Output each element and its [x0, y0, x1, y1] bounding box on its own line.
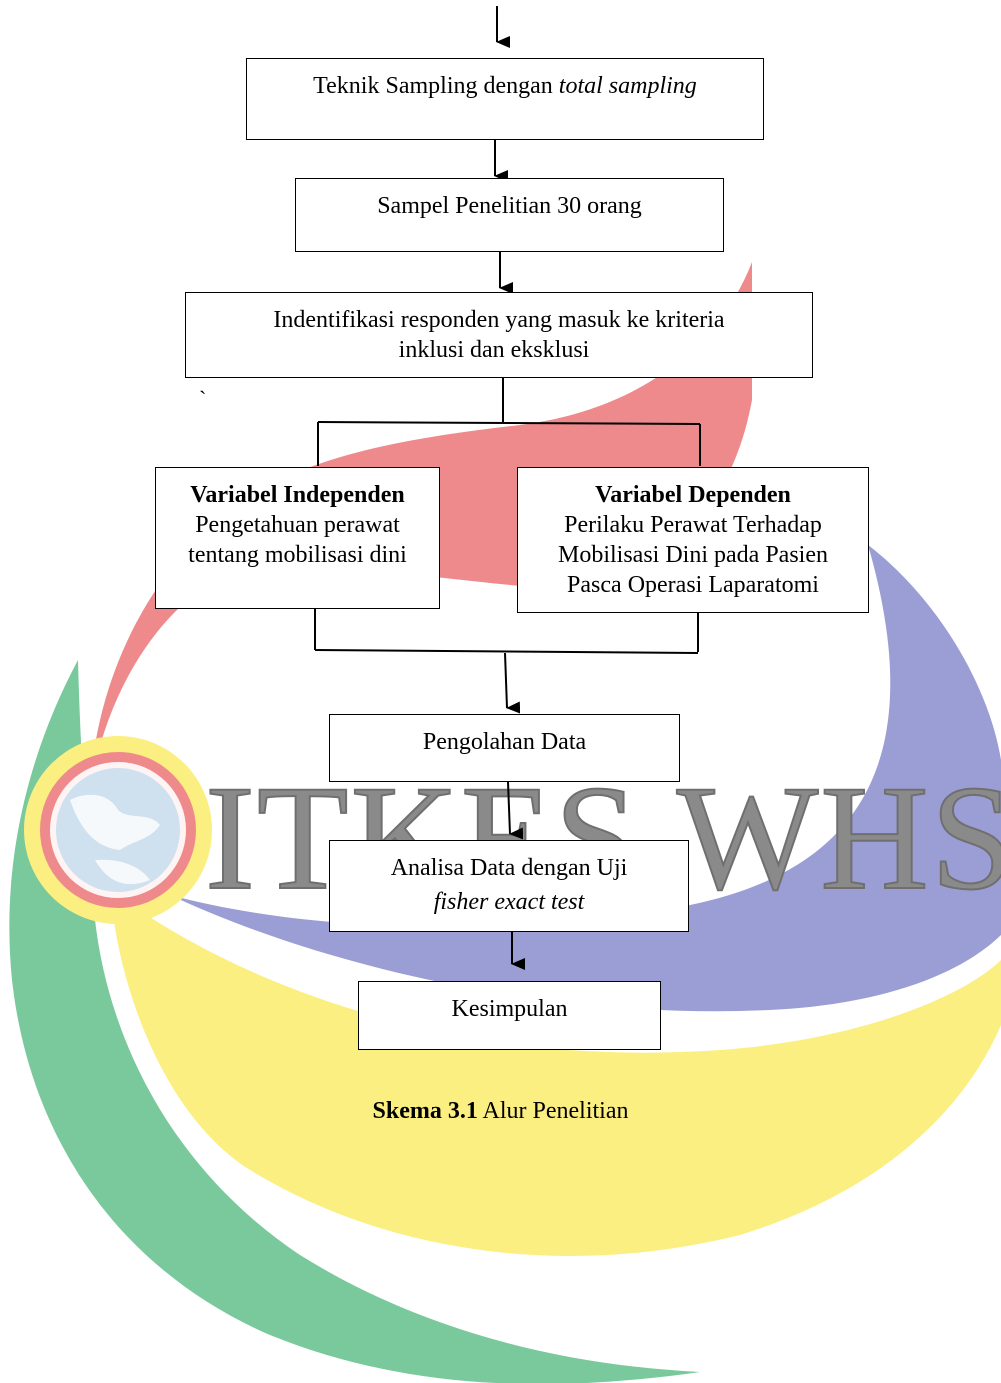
caption-text: Alur Penelitian: [477, 1098, 629, 1124]
stray-backtick: `: [199, 386, 207, 411]
independent-line-1: Pengetahuan perawat: [195, 512, 400, 538]
box-independent-variable: Variabel Independen Pengetahuan perawat …: [155, 467, 440, 609]
sample-text: Sampel Penelitian 30 orang: [377, 193, 642, 219]
line-split-horizontal: [317, 421, 701, 425]
dependent-line-2: Mobilisasi Dini pada Pasien: [558, 542, 828, 568]
independent-line-2: tentang mobilisasi dini: [188, 542, 407, 568]
watermark-blue-arc: [170, 545, 1001, 1012]
box-data-processing: Pengolahan Data: [329, 714, 680, 782]
watermark-yellow-arc: [110, 890, 1001, 1256]
arrow-merge-to-processing: [504, 652, 521, 714]
identify-line-1: Indentifikasi responden yang masuk ke kr…: [273, 307, 725, 333]
sampling-italic-text: total sampling: [558, 73, 697, 99]
box-sampling-technique: Teknik Sampling dengan total sampling: [246, 58, 764, 140]
watermark-green-arc: [9, 660, 700, 1383]
analysis-line-1: Analisa Data dengan Uji: [390, 855, 628, 881]
box-data-analysis: Analisa Data dengan Uji fisher exact tes…: [329, 840, 689, 932]
box-respondent-identification: Indentifikasi responden yang masuk ke kr…: [185, 292, 813, 378]
dependent-line-1: Perilaku Perawat Terhadap: [564, 512, 822, 538]
conclusion-text: Kesimpulan: [451, 996, 568, 1022]
sampling-text: Teknik Sampling dengan: [313, 73, 559, 99]
box-sample-size: Sampel Penelitian 30 orang: [295, 178, 724, 252]
processing-text: Pengolahan Data: [422, 729, 587, 755]
figure-caption: Skema 3.1 Alur Penelitian: [0, 1096, 1001, 1126]
identify-line-2: inklusi dan eksklusi: [398, 337, 590, 363]
analysis-line-2: fisher exact test: [433, 889, 585, 915]
globe-emblem: [24, 736, 212, 924]
independent-title: Variabel Independen: [190, 482, 405, 508]
box-dependent-variable: Variabel Dependen Perilaku Perawat Terha…: [517, 467, 869, 613]
dependent-line-3: Pasca Operasi Laparatomi: [567, 572, 819, 598]
arrow-processing-to-analysis: [507, 781, 524, 840]
caption-label: Skema 3.1: [372, 1098, 478, 1124]
box-conclusion: Kesimpulan: [358, 981, 661, 1050]
dependent-title: Variabel Dependen: [595, 482, 791, 508]
line-merge-horizontal: [314, 649, 699, 654]
